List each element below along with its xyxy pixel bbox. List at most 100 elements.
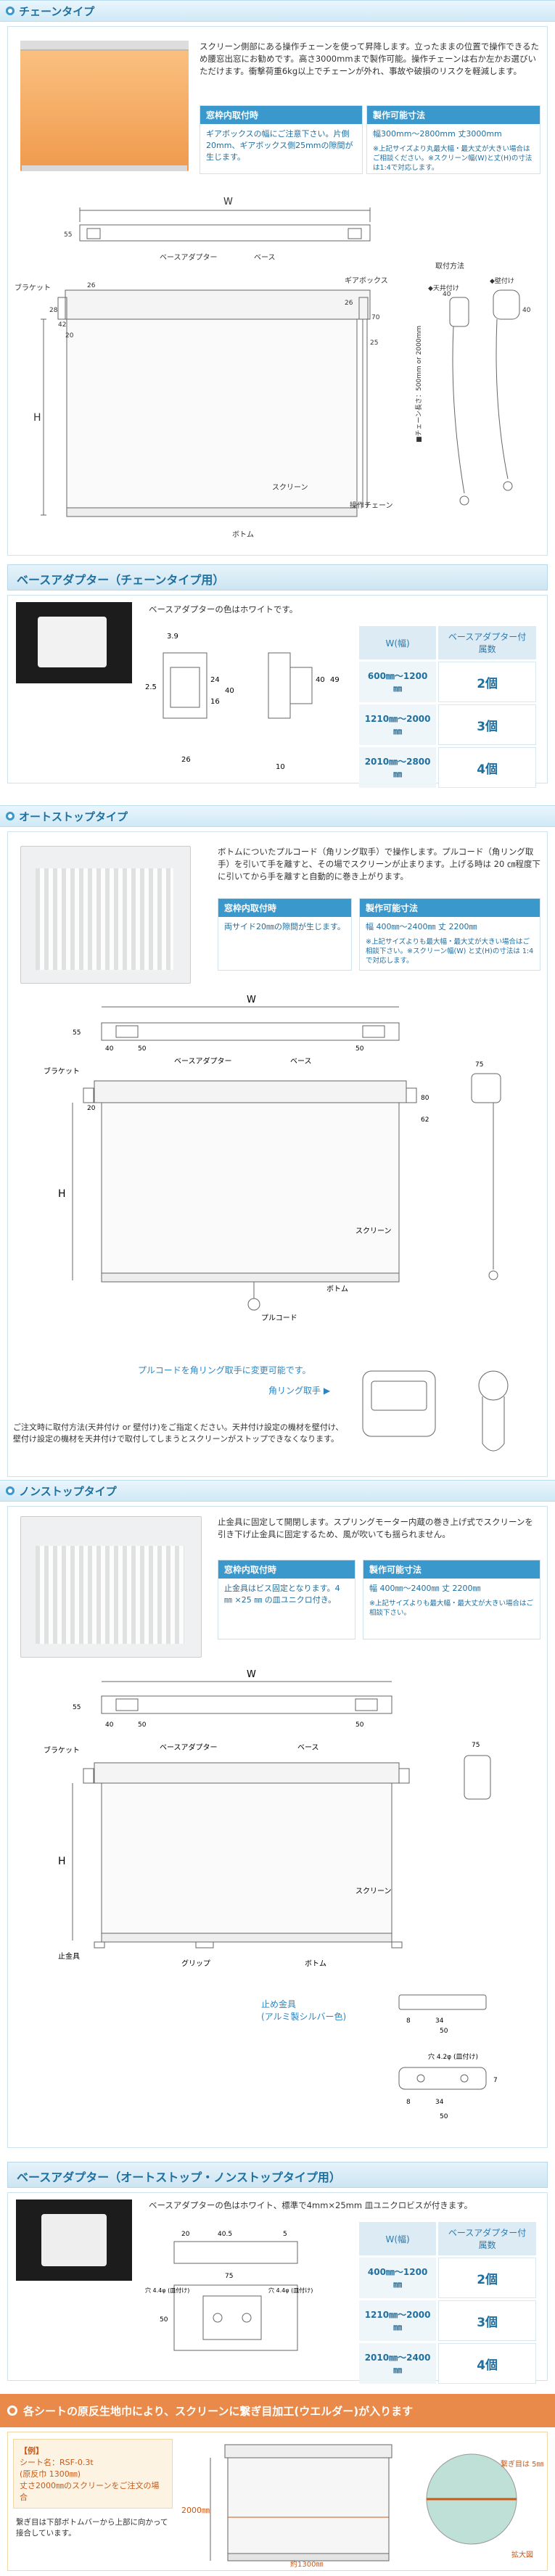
svg-text:7: 7 <box>493 2077 498 2084</box>
svg-text:繋ぎ目は 5㎜: 繋ぎ目は 5㎜ <box>501 2459 544 2469</box>
chain-product-image <box>20 41 189 171</box>
bullet-icon <box>6 812 15 820</box>
svg-text:10: 10 <box>276 763 285 771</box>
stopper-label: 止め金具 (アルミ製シルバー色) <box>261 1999 347 2022</box>
autostop-ring-note: プルコードを角リング取手に変更可能です。 <box>138 1365 311 1375</box>
adapter1-drawing: 3.9 2.5 24 16 40 26 10 40 49 <box>145 633 340 771</box>
label-chain-length: ■チェーン長さ：500mm or 2000mm <box>415 326 423 443</box>
svg-text:穴 4.2φ (皿付け): 穴 4.2φ (皿付け) <box>428 2052 478 2061</box>
autostop-ring-label: 角リング取手 ▶ <box>268 1386 331 1396</box>
svg-text:24: 24 <box>210 676 220 684</box>
svg-text:50: 50 <box>160 2316 168 2324</box>
adapter1-photo <box>16 602 132 683</box>
label-base: ベース <box>254 253 276 262</box>
seam-example-box: 【例】 シート名：RSF-0.3t (原反巾 1300㎜) 丈さ2000㎜のスク… <box>13 2439 173 2509</box>
svg-text:55: 55 <box>73 1029 81 1037</box>
chain-spec-inframe: 窓枠内取付時 ギアボックスの幅にご注意下さい。片側20mm、ギアボックス側25m… <box>200 105 363 174</box>
svg-text:約1300㎜: 約1300㎜ <box>290 2559 323 2568</box>
svg-text:40: 40 <box>316 676 325 684</box>
svg-text:34: 34 <box>435 2017 444 2025</box>
autostop-product-image <box>20 846 191 984</box>
svg-text:50: 50 <box>138 1721 147 1729</box>
label-bottom: ボトム <box>232 530 254 539</box>
svg-text:8: 8 <box>406 2099 411 2106</box>
svg-text:W: W <box>247 1669 256 1680</box>
dim-26b: 26 <box>345 300 353 307</box>
label-bracket: ブラケット <box>15 283 51 292</box>
ring-handle-drawing <box>362 1370 509 1452</box>
svg-text:50: 50 <box>355 1045 364 1053</box>
svg-text:50: 50 <box>138 1045 147 1053</box>
label-ceiling: ◆天井付け <box>428 284 459 292</box>
svg-text:スクリーン: スクリーン <box>355 1227 392 1235</box>
adapter1-note: ベースアダプターの色はホワイトです。 <box>149 604 298 614</box>
autostop-description: ボトムについたプルコード（角リング取手）で操作します。プルコード（角リング取手）… <box>218 847 540 881</box>
section-header-autostop: オートストップタイプ <box>0 805 555 827</box>
svg-text:ブラケット: ブラケット <box>44 1745 80 1755</box>
seam-warning-bar: 各シートの原反生地巾により、スクリーンに繋ぎ目加工(ウエルダー)が入ります <box>0 2394 555 2427</box>
label-gearbox: ギアボックス <box>345 276 388 285</box>
section-title: チェーンタイプ <box>19 4 95 18</box>
svg-text:ベース: ベース <box>297 1743 319 1752</box>
dim-25: 25 <box>370 340 378 347</box>
svg-text:75: 75 <box>225 2273 233 2280</box>
svg-text:ブラケット: ブラケット <box>44 1066 80 1076</box>
label-chain: 操作チェーン <box>350 501 393 510</box>
svg-text:ボトム: ボトム <box>305 1959 326 1968</box>
autostop-warning: ご注文時に取付方法(天井付け or 壁付け)をご指定ください。天井付け設定の機材… <box>13 1423 344 1444</box>
seam-drawing: 2000㎜ 約1300㎜ 繋ぎ目は 5㎜ 拡大図 <box>181 2444 544 2568</box>
adapter2-note: ベースアダプターの色はホワイト、標準で4mm×25mm 皿ユニクロビスが付きます… <box>149 2200 473 2210</box>
dim-40b: 40 <box>522 307 531 314</box>
svg-text:穴 4.4φ (皿付け): 穴 4.4φ (皿付け) <box>268 2287 313 2294</box>
svg-text:75: 75 <box>472 1742 480 1749</box>
section-header-chain: チェーンタイプ <box>0 0 555 22</box>
svg-text:2.5: 2.5 <box>145 683 157 691</box>
dim-40a: 40 <box>443 291 451 298</box>
svg-text:34: 34 <box>435 2099 444 2106</box>
nonstop-description: 止金具に固定して開閉します。スプリングモーター内蔵の巻き上げ式でスクリーンを引き… <box>218 1517 533 1539</box>
svg-text:ベース: ベース <box>290 1057 312 1066</box>
seam-note: 繋ぎ目は下部ボトムバーから上部に向かって接合しています。 <box>16 2518 168 2538</box>
nonstop-spec-inframe: 窓枠内取付時 止金具はビス固定となります。4 ㎜ ×25 ㎜ の皿ユニクロ付き。 <box>218 1560 355 1639</box>
svg-text:5: 5 <box>283 2231 287 2238</box>
label-wall: ◆壁付け <box>490 276 514 285</box>
autostop-spec-size: 製作可能寸法 幅 400㎜～2400㎜ 丈 2200㎜ ※上記サイズよりも最大幅… <box>359 898 540 971</box>
svg-text:スクリーン: スクリーン <box>355 1887 392 1896</box>
svg-text:40: 40 <box>225 687 234 695</box>
adapter2-drawing: 20 40.5 5 75 穴 4.4φ (皿付け) 穴 4.4φ (皿付け) 5… <box>145 2231 313 2351</box>
dim-20: 20 <box>65 332 74 340</box>
svg-text:40: 40 <box>105 1045 114 1053</box>
dim-w: W <box>223 197 233 207</box>
svg-text:拡大図: 拡大図 <box>511 2550 533 2559</box>
svg-text:ベースアダプター: ベースアダプター <box>160 1742 218 1752</box>
svg-text:止金具: 止金具 <box>58 1951 80 1961</box>
svg-text:W: W <box>247 995 256 1005</box>
svg-text:40.5: 40.5 <box>218 2231 232 2238</box>
section-header-nonstop: ノンストップタイプ <box>0 1480 555 1502</box>
svg-text:グリップ: グリップ <box>181 1959 210 1968</box>
svg-text:20: 20 <box>181 2231 190 2238</box>
dim-70: 70 <box>371 314 380 321</box>
autostop-spec-inframe: 窓枠内取付時 両サイド20㎜の隙間が生じます。 <box>218 898 352 971</box>
svg-text:8: 8 <box>406 2017 411 2025</box>
svg-text:16: 16 <box>210 698 220 706</box>
chain-spec-size: 製作可能寸法 幅300mm～2800mm 丈3000mm ※上記サイズより丸最大… <box>366 105 540 174</box>
svg-text:ベースアダプター: ベースアダプター <box>174 1056 232 1066</box>
nonstop-product-image <box>20 1516 202 1658</box>
svg-text:3.9: 3.9 <box>167 633 178 641</box>
chain-description: スクリーン側部にある操作チェーンを使って昇降します。立ったままの位置で操作できる… <box>200 41 540 76</box>
autostop-technical-drawing: W 55 40 50 50 ベースアダプター ベース ブラケット 75 20 8… <box>44 995 501 1322</box>
dim-h: H <box>33 412 41 424</box>
dim-26a: 26 <box>87 282 96 289</box>
svg-text:20: 20 <box>87 1105 96 1112</box>
bullet-icon <box>7 2406 17 2416</box>
nonstop-technical-drawing: W 55 40 50 50 ベースアダプター ベース ブラケット 75 H スク… <box>44 1669 491 1968</box>
svg-text:2000㎜: 2000㎜ <box>181 2506 210 2515</box>
